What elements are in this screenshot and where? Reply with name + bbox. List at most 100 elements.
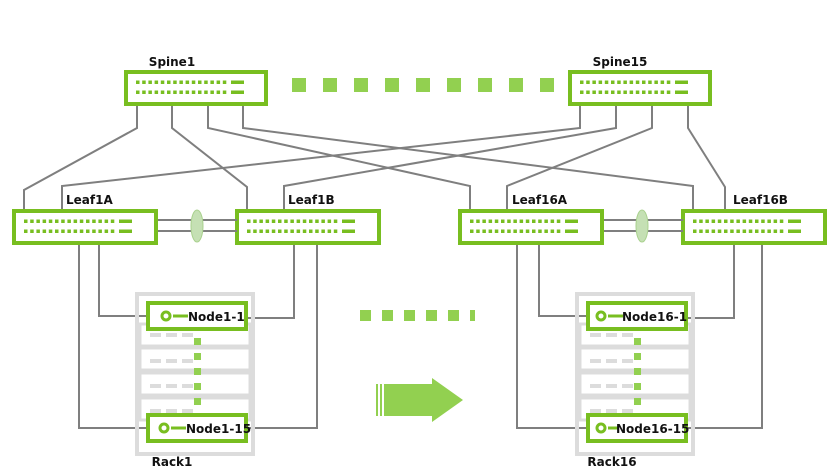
port: [104, 219, 109, 223]
node-ellipsis-dot: [194, 353, 201, 360]
leaf1b-ports: [247, 219, 355, 233]
slot-indicator: [622, 333, 633, 337]
port: [507, 229, 511, 233]
port: [748, 219, 753, 223]
port: [724, 219, 728, 223]
node16-1[interactable]: Node16-1: [586, 301, 688, 331]
leaf1a-switch[interactable]: Leaf1A: [12, 193, 158, 245]
port: [699, 219, 703, 223]
port: [693, 219, 697, 223]
node1-15[interactable]: Node1-15: [146, 413, 251, 443]
port: [476, 219, 480, 223]
port: [55, 219, 59, 223]
leaf16b-switch[interactable]: Leaf16B: [681, 193, 827, 245]
slot-indicator: [622, 384, 633, 388]
port: [532, 219, 536, 223]
port: [179, 90, 183, 94]
port: [556, 229, 561, 233]
leaf16-peer-link: [604, 209, 683, 243]
port: [333, 219, 338, 223]
node-ellipsis-dot: [634, 338, 641, 345]
uplink-port: [675, 90, 688, 94]
port: [580, 90, 584, 94]
port: [660, 80, 665, 84]
scale-out-arrow-icon: [376, 378, 463, 422]
node-ellipsis-dot: [634, 368, 641, 375]
port: [507, 219, 511, 223]
spine1-switch[interactable]: Spine1: [124, 55, 268, 106]
port: [501, 229, 505, 233]
port: [290, 229, 294, 233]
port: [247, 219, 251, 223]
link-spine1-leaf16a: [207, 106, 471, 210]
slot-indicator: [166, 384, 177, 388]
port: [73, 229, 78, 233]
port: [86, 219, 90, 223]
port: [296, 219, 301, 223]
port: [519, 229, 524, 233]
slot-indicator: [166, 359, 177, 363]
node16-15[interactable]: Node16-15: [586, 413, 689, 443]
port: [278, 229, 282, 233]
ellipsis-dot: [382, 310, 393, 321]
port: [278, 219, 282, 223]
link-spine15-leaf16b: [687, 106, 726, 210]
leaf1b-switch[interactable]: Leaf1B: [235, 193, 381, 245]
lag-icon: [190, 209, 204, 243]
port: [654, 80, 658, 84]
port: [210, 80, 214, 84]
leaf1b-chassis: [235, 209, 381, 245]
port: [488, 219, 493, 223]
port: [736, 219, 740, 223]
port: [629, 90, 634, 94]
port: [598, 80, 603, 84]
port: [736, 229, 740, 233]
port: [629, 80, 634, 84]
ellipsis-dot: [509, 78, 523, 92]
port: [476, 229, 480, 233]
node1-1[interactable]: Node1-1: [146, 301, 248, 331]
port: [309, 229, 313, 233]
uplink-port: [342, 219, 355, 223]
port: [67, 229, 71, 233]
ellipsis-dot: [385, 78, 399, 92]
uplink-port: [565, 219, 578, 223]
port: [586, 80, 590, 84]
port: [761, 219, 765, 223]
uplink-port: [119, 219, 132, 223]
slot-indicator: [150, 333, 161, 337]
rack-ellipsis-icon: [360, 310, 475, 321]
port: [92, 229, 96, 233]
port: [730, 219, 734, 223]
port: [642, 90, 646, 94]
port: [482, 219, 486, 223]
port: [586, 90, 590, 94]
port: [482, 229, 486, 233]
node1-15-label: Node1-15: [186, 422, 251, 436]
leaf16a-switch[interactable]: Leaf16A: [458, 193, 604, 245]
port: [755, 229, 759, 233]
port: [179, 80, 183, 84]
port: [216, 90, 221, 94]
uplink-port: [231, 80, 244, 84]
port: [321, 229, 325, 233]
port: [611, 80, 615, 84]
spine15-switch[interactable]: Spine15: [568, 55, 712, 106]
port: [666, 90, 671, 94]
port: [104, 229, 109, 233]
port: [470, 219, 474, 223]
port: [642, 80, 646, 84]
leaf16b-chassis: [681, 209, 827, 245]
ellipsis-dot: [478, 78, 492, 92]
port: [290, 219, 294, 223]
leaf1-peer-link: [158, 209, 237, 243]
spine1-label: Spine1: [149, 55, 195, 69]
link-spine15-leaf16a: [506, 106, 653, 210]
port: [210, 90, 214, 94]
port: [711, 229, 716, 233]
port: [259, 219, 263, 223]
port: [154, 90, 159, 94]
port: [699, 229, 703, 233]
port: [36, 229, 40, 233]
slot-indicator: [606, 384, 617, 388]
